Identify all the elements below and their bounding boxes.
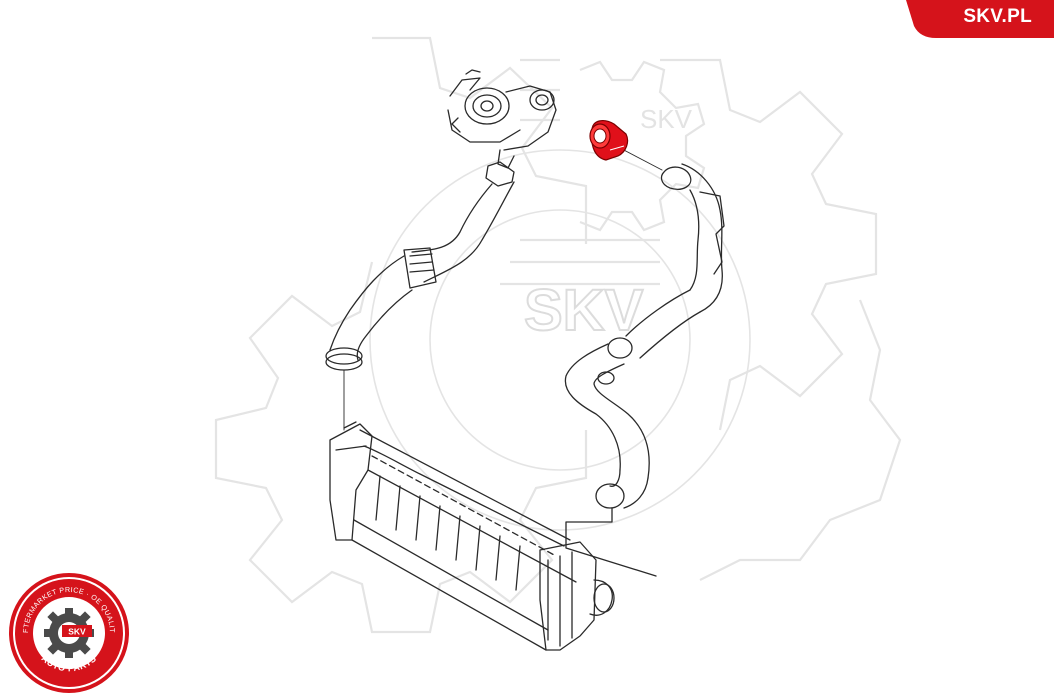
brand-tab-background (906, 0, 1054, 38)
watermark-gear-outline (214, 36, 588, 634)
watermark-text-large: SKV (524, 278, 644, 343)
intercooler (329, 421, 615, 651)
site-logo-link[interactable]: SKV.PL (963, 6, 1032, 27)
skv-quality-badge: AFTERMARKET PRICE · OE QUALITY AUTO PART… (8, 572, 129, 693)
turbocharger (447, 69, 557, 169)
highlighted-clamp-connector[interactable] (589, 120, 629, 161)
left-intake-hose (325, 161, 515, 431)
watermark-text-small: SKV (640, 104, 693, 134)
right-outlet-hose (564, 147, 725, 577)
badge-center-text: SKV (68, 627, 86, 637)
